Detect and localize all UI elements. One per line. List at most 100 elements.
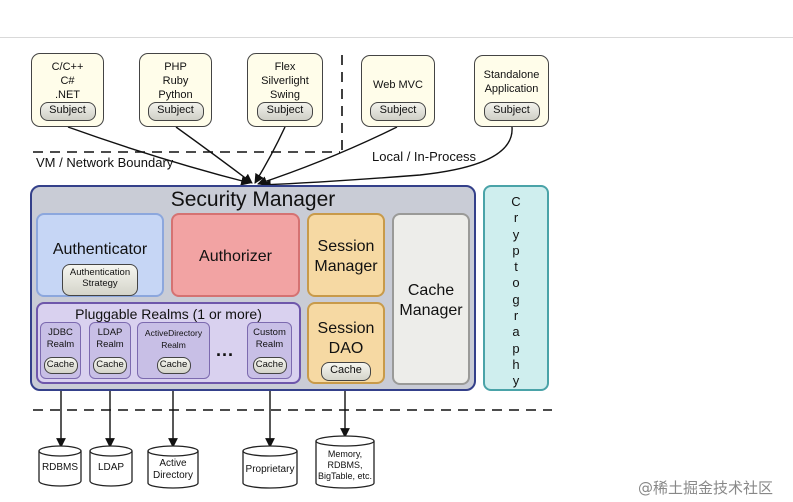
cryptography: C r y p t o g r a p h y (483, 185, 549, 391)
security-manager-title: Security Manager (170, 188, 336, 211)
client-web-mvc: Web MVC Subject (361, 55, 435, 127)
cryptography-letter: y (512, 373, 520, 389)
client-line: Ruby (162, 75, 189, 87)
client-line: Web MVC (373, 79, 423, 91)
top-divider (0, 37, 793, 38)
authorizer-label: Authorizer (199, 248, 272, 265)
client-label: PHP Ruby Python (140, 60, 211, 102)
arrow-client-4 (257, 126, 398, 186)
realm-line: Realm (255, 339, 284, 350)
session-dao: Session DAO Cache (307, 302, 385, 384)
pluggable-realms-label: Pluggable Realms (1 or more) (75, 306, 262, 322)
realm-cache: Cache (252, 357, 287, 374)
session-manager: Session Manager (307, 213, 385, 297)
realms-ellipsis: ... (216, 340, 235, 360)
datastore-active-directory: Active Directory (148, 458, 198, 482)
session-dao-line: DAO (328, 340, 364, 357)
datastore-ldap: LDAP (90, 462, 132, 474)
cache-manager: Cache Manager (392, 213, 470, 385)
datastore-line: Directory (152, 470, 193, 481)
realm-label: JDBC Realm (41, 327, 80, 351)
client-line: Application (484, 83, 539, 95)
datastore-memory-rdbms-bigtable: Memory, RDBMS, BigTable, etc. (314, 449, 376, 482)
client-line: Flex (274, 61, 296, 73)
client-label: Web MVC (362, 78, 434, 92)
cryptography-letter: r (513, 210, 519, 226)
realm-ldap: LDAP Realm Cache (89, 322, 131, 379)
cryptography-label: C r y p t o g r a p h y (485, 187, 547, 390)
realm-custom: Custom Realm Cache (247, 322, 292, 379)
authenticator: Authenticator Authentication Strategy (36, 213, 164, 297)
realm-line: ActiveDirectory (144, 328, 203, 338)
realm-label: ActiveDirectory Realm (138, 327, 209, 351)
cache-manager-label: Cache Manager (394, 215, 468, 321)
realm-line: LDAP (97, 327, 123, 338)
cryptography-letter: p (512, 340, 520, 356)
realm-label: Custom Realm (248, 327, 291, 351)
session-manager-label: Session Manager (309, 215, 383, 277)
client-line: Swing (270, 89, 300, 101)
client-line: Python (158, 89, 193, 101)
client-label: Standalone Application (475, 68, 548, 96)
cryptography-letter: p (512, 242, 520, 258)
realm-line: Realm (161, 340, 186, 350)
realm-cache: Cache (156, 357, 191, 374)
cryptography-letter: r (513, 308, 519, 324)
arrow-client-2 (175, 126, 253, 184)
cryptography-letter: g (512, 291, 520, 307)
cryptography-letter: y (512, 226, 520, 242)
datastore-cylinder-active-directory (147, 445, 199, 489)
client-flex-silverlight-swing: Flex Silverlight Swing Subject (247, 53, 323, 127)
datastore-proprietary: Proprietary (243, 464, 297, 476)
arrow-client-1 (67, 126, 251, 186)
datastore-cylinder-proprietary (242, 445, 298, 489)
cache-manager-line: Manager (399, 302, 463, 319)
client-standalone-application: Standalone Application Subject (474, 55, 549, 127)
client-cpp-csharp-dotnet: C/C++ C# .NET Subject (31, 53, 104, 127)
datastore-line: Active (159, 458, 187, 469)
subject-badge: Subject (370, 102, 426, 121)
datastore-line: LDAP (97, 462, 125, 473)
realm-cache: Cache (43, 357, 78, 374)
session-manager-line: Session (317, 238, 375, 255)
datastore-line: RDBMS (41, 462, 79, 473)
datastore-cylinder-rdbms (38, 445, 82, 487)
local-in-process-label: Local / In-Process (372, 149, 477, 164)
client-line: C# (60, 75, 75, 87)
datastore-rdbms: RDBMS (39, 462, 81, 474)
realm-label: LDAP Realm (90, 327, 130, 351)
client-label: Flex Silverlight Swing (248, 60, 322, 102)
client-line: Standalone (483, 69, 540, 81)
realm-active-directory: ActiveDirectory Realm Cache (137, 322, 210, 379)
subject-badge: Subject (39, 102, 96, 121)
datastore-line: Proprietary (245, 464, 295, 475)
cryptography-letter: t (514, 259, 518, 275)
client-line: C/C++ (51, 61, 84, 73)
watermark: @稀土掘金技术社区 (638, 479, 774, 497)
cryptography-letter: a (512, 324, 520, 340)
authorizer: Authorizer (171, 213, 300, 297)
realm-jdbc: JDBC Realm Cache (40, 322, 81, 379)
session-dao-cache: Cache (321, 362, 371, 381)
realm-line: Realm (46, 339, 75, 350)
arrow-client-5 (261, 126, 513, 190)
client-php-ruby-python: PHP Ruby Python Subject (139, 53, 212, 127)
realm-cache: Cache (93, 357, 127, 374)
cryptography-letter: h (512, 356, 520, 372)
session-dao-line: Session (317, 320, 375, 337)
cryptography-letter: C (511, 194, 521, 209)
realm-line: JDBC (48, 327, 73, 338)
client-label: C/C++ C# .NET (32, 60, 103, 102)
authentication-strategy-line: Strategy (82, 278, 118, 289)
realm-line: Custom (253, 327, 286, 338)
client-line: PHP (164, 61, 187, 73)
subject-badge: Subject (257, 102, 313, 121)
cache-manager-line: Cache (407, 282, 455, 299)
subject-badge: Subject (147, 102, 204, 121)
cryptography-letter: o (512, 275, 520, 291)
authentication-strategy-line: Authentication (69, 267, 131, 278)
datastore-line: RDBMS, (327, 460, 363, 470)
authentication-strategy: Authentication Strategy (62, 264, 138, 296)
client-line: Silverlight (261, 75, 309, 87)
